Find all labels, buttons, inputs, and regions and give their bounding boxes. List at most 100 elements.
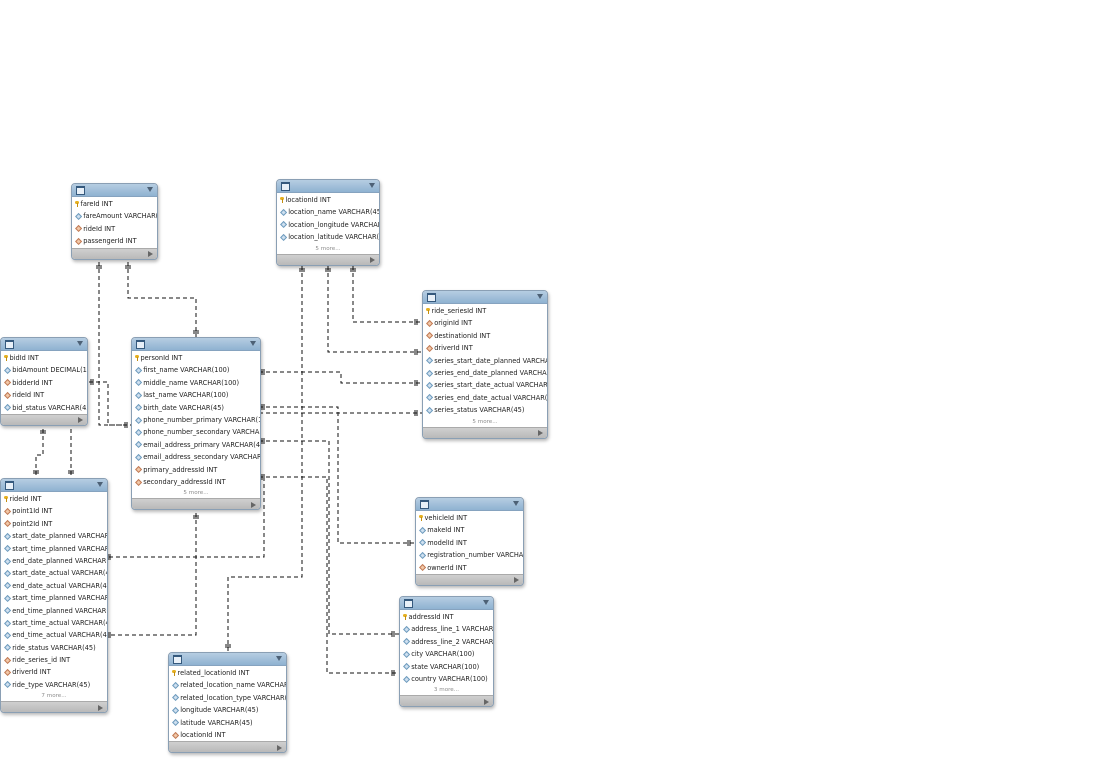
expand-arrow-icon[interactable] — [148, 251, 153, 258]
table-header[interactable] — [72, 184, 157, 197]
column-row[interactable]: rideId INT — [1, 389, 87, 401]
column-row[interactable]: related_locationId INT — [169, 667, 286, 679]
column-row[interactable]: end_date_actual VARCHAR(45) — [1, 580, 107, 592]
column-row[interactable]: fareId INT — [72, 198, 157, 210]
column-row[interactable]: bidderId INT — [1, 377, 87, 389]
column-row[interactable]: start_time_actual VARCHAR(45) — [1, 617, 107, 629]
column-row[interactable]: series_start_date_planned VARCHAR(45) — [423, 355, 547, 367]
column-row[interactable]: start_time_planned VARCHAR(45) — [1, 543, 107, 555]
column-row[interactable]: country VARCHAR(100) — [400, 673, 493, 685]
collapse-arrow-icon[interactable] — [250, 341, 256, 346]
column-row[interactable]: vehicleId INT — [416, 512, 523, 524]
column-row[interactable]: related_location_name VARCHAR(100) — [169, 679, 286, 691]
column-row[interactable]: address_line_2 VARCHAR(45) — [400, 636, 493, 648]
column-row[interactable]: ride_type VARCHAR(45) — [1, 679, 107, 691]
collapse-arrow-icon[interactable] — [77, 341, 83, 346]
column-row[interactable]: series_end_date_planned VARCHAR(45) — [423, 367, 547, 379]
column-row[interactable]: makeId INT — [416, 524, 523, 536]
column-row[interactable]: series_start_date_actual VARCHAR(45) — [423, 379, 547, 391]
column-row[interactable]: city VARCHAR(100) — [400, 648, 493, 660]
expand-arrow-icon[interactable] — [78, 417, 83, 424]
column-row[interactable]: end_time_planned VARCHAR(45) — [1, 605, 107, 617]
column-row[interactable]: fareAmount VARCHAR(45) — [72, 210, 157, 222]
column-row[interactable]: ownerId INT — [416, 562, 523, 574]
column-row[interactable]: locationId INT — [169, 729, 286, 741]
column-row[interactable]: ride_seriesId INT — [423, 305, 547, 317]
column-row[interactable]: addressId INT — [400, 611, 493, 623]
more-columns-label[interactable]: 5 more... — [315, 245, 341, 252]
column-row[interactable]: personId INT — [132, 352, 260, 364]
column-row[interactable]: driverId INT — [1, 666, 107, 678]
column-row[interactable]: point2Id INT — [1, 518, 107, 530]
expand-arrow-icon[interactable] — [514, 577, 519, 584]
column-row[interactable]: birth_date VARCHAR(45) — [132, 402, 260, 414]
collapse-arrow-icon[interactable] — [483, 600, 489, 605]
column-row[interactable]: location_latitude VARCHAR(45) — [277, 231, 379, 243]
column-row[interactable]: state VARCHAR(100) — [400, 661, 493, 673]
column-row[interactable]: registration_number VARCHAR(45) — [416, 549, 523, 561]
collapse-arrow-icon[interactable] — [97, 482, 103, 487]
column-row[interactable]: locationId INT — [277, 194, 379, 206]
column-row[interactable]: end_time_actual VARCHAR(45) — [1, 629, 107, 641]
expand-arrow-icon[interactable] — [98, 704, 103, 711]
column-row[interactable]: last_name VARCHAR(100) — [132, 389, 260, 401]
column-row[interactable]: start_date_actual VARCHAR(45) — [1, 567, 107, 579]
column-row[interactable]: longitude VARCHAR(45) — [169, 704, 286, 716]
column-row[interactable]: bid_status VARCHAR(45) — [1, 402, 87, 414]
expand-arrow-icon[interactable] — [484, 698, 489, 705]
column-row[interactable]: phone_number_primary VARCHAR(100) — [132, 414, 260, 426]
table-header[interactable] — [416, 498, 523, 511]
column-row[interactable]: start_time_planned VARCHAR(45) — [1, 592, 107, 604]
column-row[interactable]: email_address_secondary VARCHAR(45) — [132, 451, 260, 463]
collapse-arrow-icon[interactable] — [513, 501, 519, 506]
table-header[interactable] — [277, 180, 379, 193]
column-row[interactable]: originId INT — [423, 317, 547, 329]
column-row[interactable]: ride_status VARCHAR(45) — [1, 642, 107, 654]
table-header[interactable] — [400, 597, 493, 610]
column-row[interactable]: primary_addressId INT — [132, 464, 260, 476]
column-row[interactable]: point1Id INT — [1, 505, 107, 517]
column-row[interactable]: ride_series_id INT — [1, 654, 107, 666]
column-row[interactable]: latitude VARCHAR(45) — [169, 717, 286, 729]
column-row[interactable]: bidAmount DECIMAL(10,2) — [1, 364, 87, 376]
collapse-arrow-icon[interactable] — [537, 294, 543, 299]
column-row[interactable]: bidId INT — [1, 352, 87, 364]
table-header[interactable] — [132, 338, 260, 351]
collapse-arrow-icon[interactable] — [369, 183, 375, 188]
column-row[interactable]: rideId INT — [1, 493, 107, 505]
column-row[interactable]: series_end_date_actual VARCHAR(45) — [423, 392, 547, 404]
more-columns-label[interactable]: 5 more... — [472, 418, 498, 425]
more-columns-label[interactable]: 5 more... — [183, 490, 209, 497]
column-row[interactable]: modelId INT — [416, 537, 523, 549]
table-header[interactable] — [169, 653, 286, 666]
column-row[interactable]: destinationId INT — [423, 330, 547, 342]
column-row[interactable]: location_name VARCHAR(45) — [277, 206, 379, 218]
column-row[interactable]: passengerId INT — [72, 235, 157, 247]
expand-arrow-icon[interactable] — [251, 501, 256, 508]
column-row[interactable]: series_status VARCHAR(45) — [423, 404, 547, 416]
column-row[interactable]: rideId INT — [72, 223, 157, 235]
column-row[interactable]: middle_name VARCHAR(100) — [132, 377, 260, 389]
collapse-arrow-icon[interactable] — [147, 187, 153, 192]
column-row[interactable]: location_longitude VARCHAR(45) — [277, 219, 379, 231]
column-row[interactable]: end_date_planned VARCHAR(45) — [1, 555, 107, 567]
expand-arrow-icon[interactable] — [277, 744, 282, 751]
column-row[interactable]: driverId INT — [423, 342, 547, 354]
column-row[interactable]: start_date_planned VARCHAR(45) — [1, 530, 107, 542]
column-row[interactable]: secondary_addressId INT — [132, 476, 260, 488]
column-row[interactable]: first_name VARCHAR(100) — [132, 364, 260, 376]
column-row[interactable]: phone_number_secondary VARCHAR(100) — [132, 426, 260, 438]
collapse-arrow-icon[interactable] — [276, 656, 282, 661]
expand-arrow-icon[interactable] — [538, 430, 543, 437]
column-row[interactable]: related_location_type VARCHAR(45) — [169, 692, 286, 704]
table-header[interactable] — [423, 291, 547, 304]
